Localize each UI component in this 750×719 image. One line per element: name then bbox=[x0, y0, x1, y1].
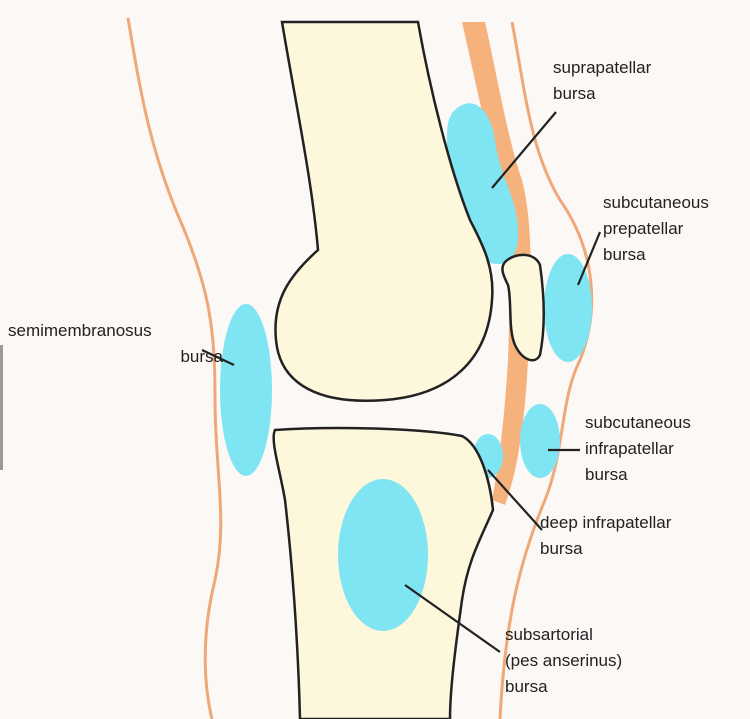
label-subcutaneous-infrapatellar-bursa: subcutaneous infrapatellar bursa bbox=[585, 410, 691, 488]
leader-subsartorial bbox=[404, 584, 501, 653]
subsartorial-bursa bbox=[338, 479, 428, 631]
label-line: bursa bbox=[180, 347, 223, 366]
leader-prepatellar bbox=[576, 231, 602, 286]
image-edge-bar bbox=[0, 345, 3, 470]
semimembranosus-bursa bbox=[220, 304, 272, 476]
label-suprapatellar-bursa: suprapatellar bursa bbox=[553, 55, 651, 107]
label-line: subsartorial bbox=[505, 625, 593, 644]
leader-semimembranosus bbox=[201, 349, 235, 366]
label-line: bursa bbox=[603, 245, 646, 264]
label-line: (pes anserinus) bbox=[505, 651, 623, 670]
patella bbox=[501, 253, 545, 362]
femur bbox=[274, 20, 494, 402]
label-line: bursa bbox=[505, 677, 548, 696]
label-line: bursa bbox=[585, 465, 628, 484]
label-line: deep infrapatellar bbox=[540, 513, 672, 532]
patellar-tendon bbox=[462, 22, 531, 505]
label-line: bursa bbox=[553, 84, 596, 103]
label-prepatellar-bursa: subcutaneous prepatellar bursa bbox=[603, 190, 709, 268]
label-line: prepatellar bbox=[603, 219, 684, 238]
subcutaneous-infrapatellar-bursa bbox=[520, 404, 560, 478]
label-line: semimembranosus bbox=[8, 321, 152, 340]
leader-suprapatellar bbox=[491, 111, 557, 189]
label-line: infrapatellar bbox=[585, 439, 674, 458]
skin-line-anterior bbox=[498, 21, 594, 719]
label-line: bursa bbox=[540, 539, 583, 558]
label-semimembranosus-bursa: semimembranosus bursa bbox=[8, 318, 223, 370]
label-line: subcutaneous bbox=[603, 193, 709, 212]
label-line: subcutaneous bbox=[585, 413, 691, 432]
label-deep-infrapatellar-bursa: deep infrapatellar bursa bbox=[540, 510, 671, 562]
skin-line-posterior bbox=[126, 17, 223, 719]
label-line: suprapatellar bbox=[553, 58, 652, 77]
label-subsartorial-bursa: subsartorial (pes anserinus) bursa bbox=[505, 622, 622, 700]
leader-deep-infrapatellar bbox=[487, 469, 543, 531]
